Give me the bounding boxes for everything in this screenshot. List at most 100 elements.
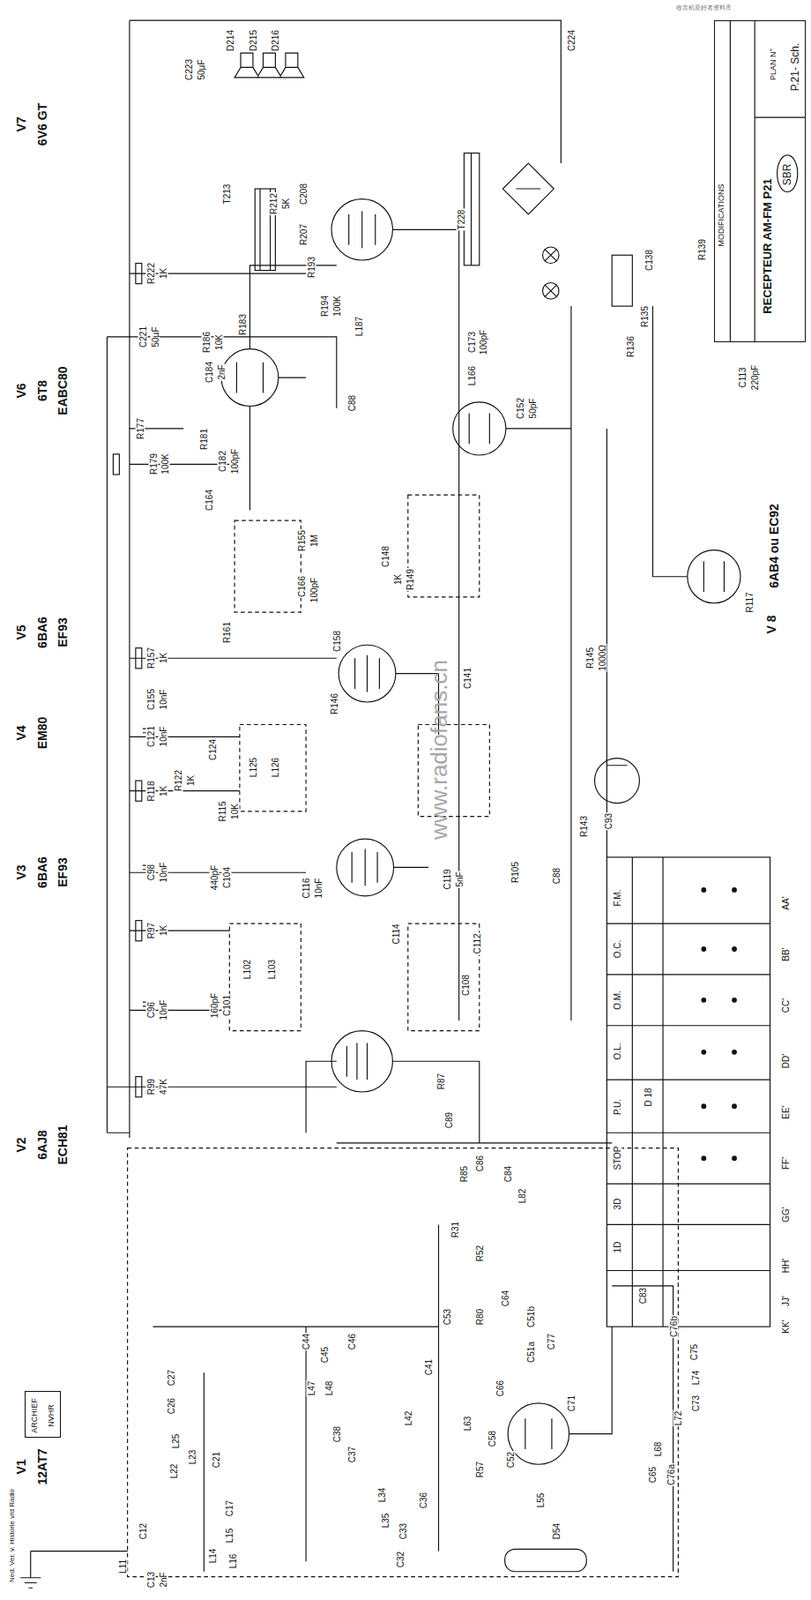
part-label: C155	[146, 687, 157, 711]
part-label: 1K	[158, 267, 169, 280]
part-label: R212	[268, 192, 279, 216]
part-label: D54	[550, 1520, 561, 1539]
part-label: C101	[221, 993, 231, 1017]
part-label: R149	[405, 567, 416, 591]
part-label: L42	[402, 1409, 413, 1427]
part-label: 1K	[393, 572, 403, 586]
part-label: L47	[305, 1378, 316, 1396]
part-label: L23	[186, 1448, 197, 1466]
part-label: C184	[204, 360, 215, 384]
schematic-path	[106, 20, 561, 1138]
tube-label: 6BA6	[36, 615, 50, 649]
tube-label: 6AJ8	[36, 1128, 50, 1160]
part-label: C66	[494, 1377, 505, 1396]
part-label: R115	[217, 799, 228, 822]
part-label: R179	[148, 452, 158, 476]
part-label: L166	[466, 364, 477, 387]
title-text: PLAN N°	[769, 47, 779, 82]
part-label: C89	[444, 1110, 454, 1129]
switch-label: STOP	[611, 1145, 622, 1171]
part-label: L16	[227, 1552, 238, 1570]
part-label: C21	[211, 1449, 222, 1467]
schematic-circle	[732, 1103, 737, 1109]
tube-label: EF93	[56, 856, 70, 888]
part-label: R145	[584, 646, 595, 670]
part-label: C86	[474, 1153, 484, 1172]
part-label: C88	[550, 866, 561, 885]
schematic-rect	[234, 520, 301, 612]
schematic-path	[502, 163, 554, 215]
part-label: L25	[171, 1431, 181, 1449]
switch-label: AA'	[780, 894, 790, 910]
schematic-path	[234, 52, 305, 78]
part-label: L11	[117, 1557, 127, 1574]
part-label: C64	[499, 1288, 510, 1307]
part-label: R80	[474, 1306, 484, 1325]
schematic-path	[236, 210, 724, 1448]
part-label: C93	[602, 811, 613, 830]
part-label: L34	[376, 1486, 387, 1503]
part-label: 100K	[331, 294, 342, 317]
tube-label: 6AB4 ou EC92	[768, 502, 782, 589]
part-label: C52	[505, 1449, 515, 1467]
switch-label: 3D	[611, 1197, 622, 1211]
schematic-rect	[611, 254, 633, 306]
schematic-path	[606, 856, 770, 1326]
switch-label: BB'	[780, 945, 790, 961]
part-label: C104	[221, 865, 231, 889]
part-label: 10nF	[158, 998, 169, 1021]
part-label: 50pF	[527, 396, 537, 419]
part-label: 1000Ω	[596, 643, 607, 672]
tube-label: ECH81	[56, 1123, 70, 1166]
part-label: C166	[297, 574, 307, 598]
schematic-rect	[239, 723, 306, 811]
schematic-rect	[229, 922, 301, 1030]
part-label: C98	[146, 863, 157, 881]
schematic-rect	[463, 153, 479, 266]
part-label: C138	[643, 248, 654, 272]
part-label: R122	[173, 768, 184, 792]
switch-label: O.C.	[611, 938, 622, 960]
part-label: C73	[691, 1393, 701, 1412]
schematic-rect	[135, 780, 142, 801]
schematic-path	[470, 153, 472, 266]
schematic-circle	[732, 1049, 737, 1055]
schematic-circle	[732, 1155, 737, 1161]
part-label: 10nF	[158, 687, 169, 710]
part-label: C51a	[525, 1339, 536, 1363]
part-label: C173	[466, 330, 477, 354]
schematic-rect	[408, 494, 480, 597]
part-label: R136	[625, 334, 636, 358]
part-label: 5nF	[453, 870, 464, 888]
switch-label: KK'	[780, 1317, 790, 1333]
part-label: C208	[297, 182, 308, 206]
part-label: L126	[270, 756, 281, 778]
part-label: L68	[653, 1440, 663, 1458]
part-label: R143	[578, 814, 588, 838]
schematic-circle	[507, 1402, 569, 1464]
part-label: 10K	[230, 802, 240, 820]
part-label: L55	[535, 1490, 546, 1508]
schematic-circle	[687, 550, 741, 603]
part-label: C37	[347, 1444, 358, 1463]
part-label: C124	[207, 737, 217, 761]
part-label: C224	[565, 29, 576, 53]
part-label: C75	[688, 1342, 699, 1361]
tube-label: 12AT7	[36, 1446, 50, 1485]
title-text: SBR	[782, 162, 795, 187]
part-label: C76a	[666, 1462, 677, 1486]
part-label: C71	[565, 1393, 576, 1412]
tube-label: V1	[15, 1457, 30, 1474]
part-label: 100K	[160, 453, 171, 476]
part-label: L187	[354, 315, 365, 337]
schematic-rect	[505, 1547, 588, 1570]
tube-label: V4	[15, 723, 30, 741]
part-label: C141	[461, 666, 472, 690]
part-label: C46	[347, 1331, 358, 1350]
tube-label: V3	[15, 863, 30, 881]
part-label: R139	[697, 238, 707, 262]
tube-label: 6BA6	[36, 855, 50, 889]
part-label: C33	[398, 1520, 409, 1539]
part-label: L48	[323, 1378, 334, 1396]
part-label: C96	[146, 1000, 157, 1019]
